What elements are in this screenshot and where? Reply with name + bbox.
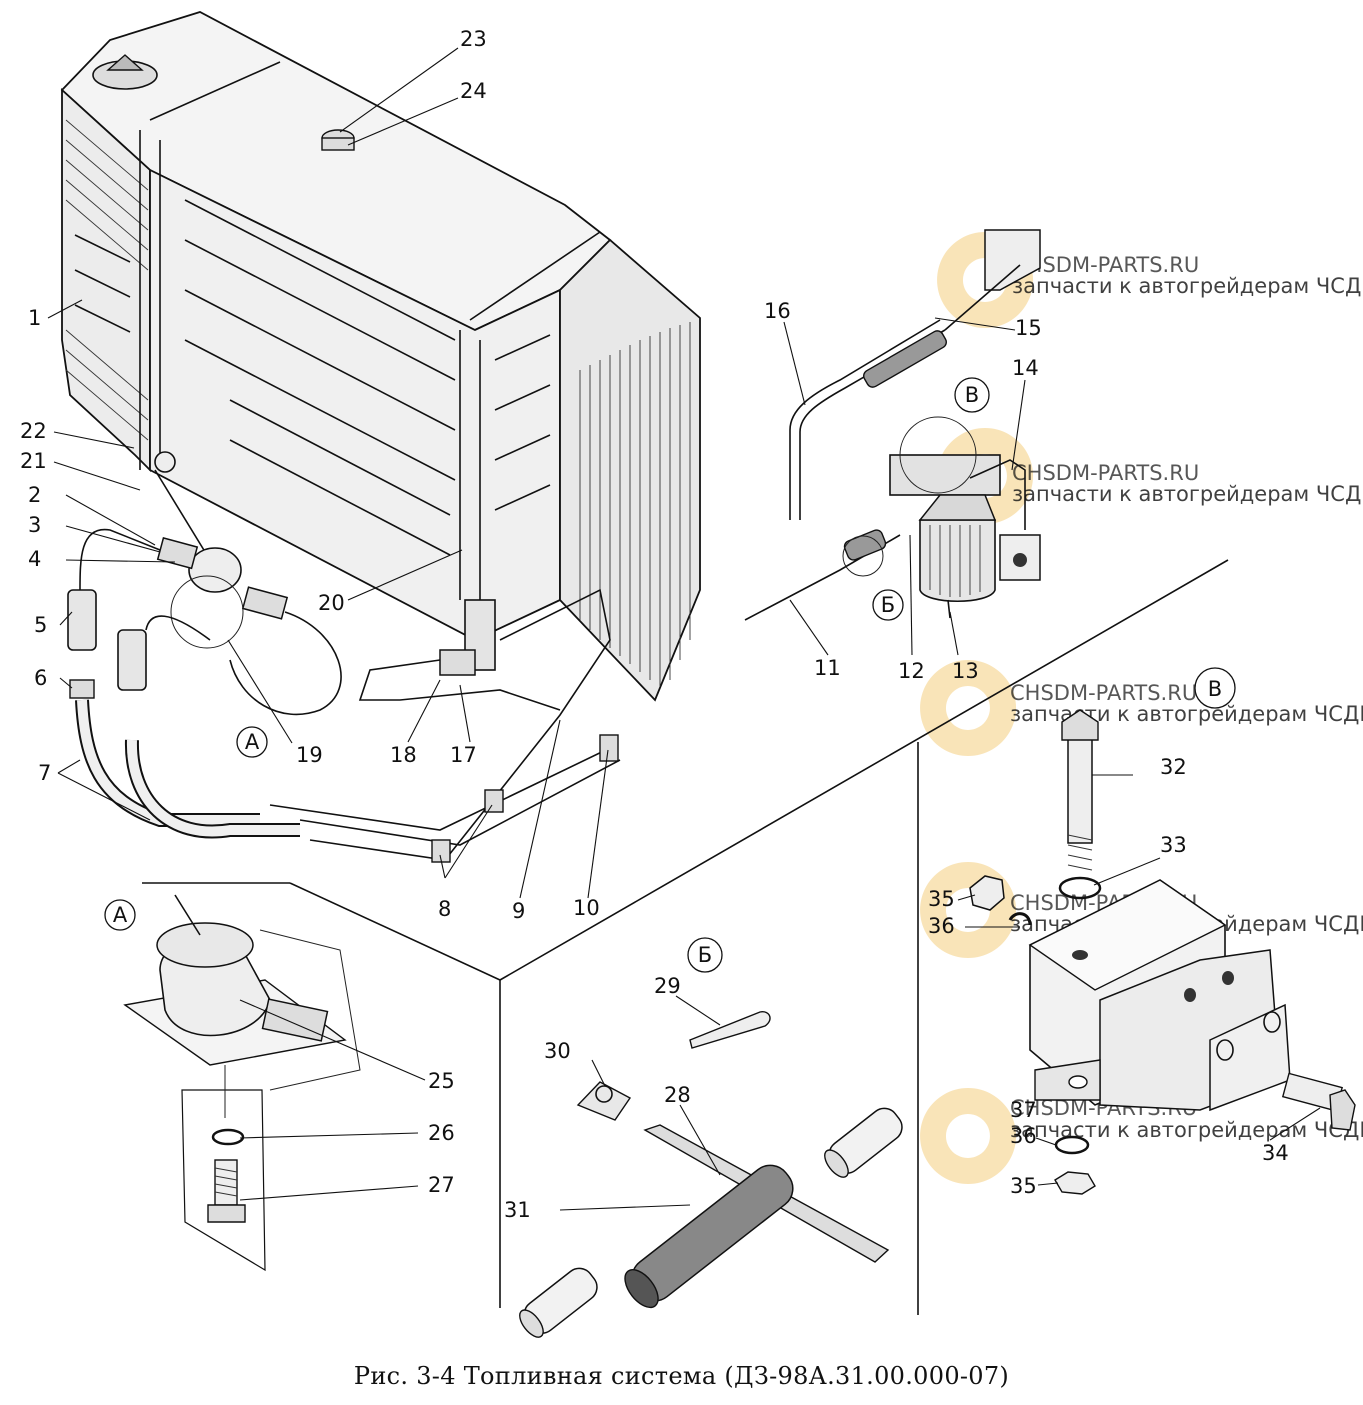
watermark-gear-icon (920, 660, 1017, 756)
callout-26: 26 (428, 1121, 455, 1145)
callout-16: 16 (764, 299, 791, 323)
view-marker-label: А (245, 730, 260, 754)
callout-15: 15 (1015, 316, 1042, 340)
callout-29: 29 (654, 974, 681, 998)
callout-14: 14 (1012, 356, 1039, 380)
callout-6: 6 (34, 666, 47, 690)
callout-35b: 35 (1010, 1174, 1037, 1198)
callout-34: 34 (1262, 1141, 1289, 1165)
view-marker-label: Б (881, 593, 895, 617)
callout-36b: 36 (1010, 1124, 1037, 1148)
callout-20: 20 (318, 591, 345, 615)
callout-32: 32 (1160, 755, 1187, 779)
callout-33: 33 (1160, 833, 1187, 857)
callout-24: 24 (460, 79, 487, 103)
drain-tap-assembly (67, 451, 621, 863)
view-marker-label: А (113, 903, 128, 927)
view-marker-label: В (1208, 677, 1222, 701)
callout-35: 35 (928, 887, 955, 911)
watermark-gear-icon (920, 1088, 1017, 1185)
view-marker-v-main: В (954, 377, 990, 413)
view-marker-label: В (965, 383, 979, 407)
callout-36: 36 (928, 914, 955, 938)
callout-5: 5 (34, 613, 47, 637)
fuel-tank (60, 11, 701, 702)
callout-21: 21 (20, 449, 47, 473)
watermark-brand: CHSDM-PARTS.RU (1012, 461, 1199, 485)
callout-13: 13 (952, 659, 979, 683)
figure-caption: Рис. 3-4 Топливная система (ДЗ-98А.31.00… (353, 1362, 1010, 1390)
view-marker-b-main: Б (872, 589, 904, 621)
watermark-brand: CHSDM-PARTS.RU (1010, 681, 1197, 705)
callout-37: 37 (1010, 1098, 1037, 1122)
callout-12: 12 (898, 659, 925, 683)
watermark-3: CHSDM-PARTS.RU запчасти к автогрейдерам … (920, 660, 1363, 756)
view-marker-v-detail: В (1194, 667, 1236, 709)
detail-view-a (123, 894, 361, 1272)
watermark-tagline: запчасти к автогрейдерам ЧСДМ (1012, 482, 1363, 506)
fuel-system-diagram: CHSDM-PARTS.RU запчасти к автогрейдерам … (20, 11, 1363, 1338)
detail-view-b (519, 1011, 903, 1338)
watermark-2: CHSDM-PARTS.RU запчасти к автогрейдерам … (937, 428, 1363, 524)
callout-8: 8 (438, 897, 451, 921)
view-marker-a-main: А (236, 726, 268, 758)
fine-filter-assembly (744, 229, 1041, 621)
callout-19: 19 (296, 743, 323, 767)
callout-1: 1 (28, 306, 41, 330)
callout-22: 22 (20, 419, 47, 443)
callout-18: 18 (390, 743, 417, 767)
detail-view-v (969, 709, 1356, 1195)
callout-30: 30 (544, 1039, 571, 1063)
leader-lines (47, 47, 1321, 1211)
watermark-tagline: запчасти к автогрейдерам ЧСДМ (1012, 274, 1363, 298)
callout-11: 11 (814, 656, 841, 680)
callout-7: 7 (38, 761, 51, 785)
callout-31: 31 (504, 1198, 531, 1222)
callout-10: 10 (573, 896, 600, 920)
callout-27: 27 (428, 1173, 455, 1197)
callout-numbers: 1 2 3 4 5 6 7 8 9 10 11 12 13 14 15 16 1… (20, 27, 1289, 1222)
view-marker-b-detail: Б (687, 937, 723, 973)
callout-28: 28 (664, 1083, 691, 1107)
section-dividers (142, 559, 1229, 1315)
callout-17: 17 (450, 743, 477, 767)
view-marker-a-detail: А (104, 899, 136, 931)
callout-25: 25 (428, 1069, 455, 1093)
callout-4: 4 (28, 547, 41, 571)
callout-23: 23 (460, 27, 487, 51)
watermark-brand: CHSDM-PARTS.RU (1012, 253, 1199, 277)
callout-2: 2 (28, 483, 41, 507)
callout-9: 9 (512, 899, 525, 923)
callout-3: 3 (28, 513, 41, 537)
view-marker-label: Б (698, 943, 712, 967)
